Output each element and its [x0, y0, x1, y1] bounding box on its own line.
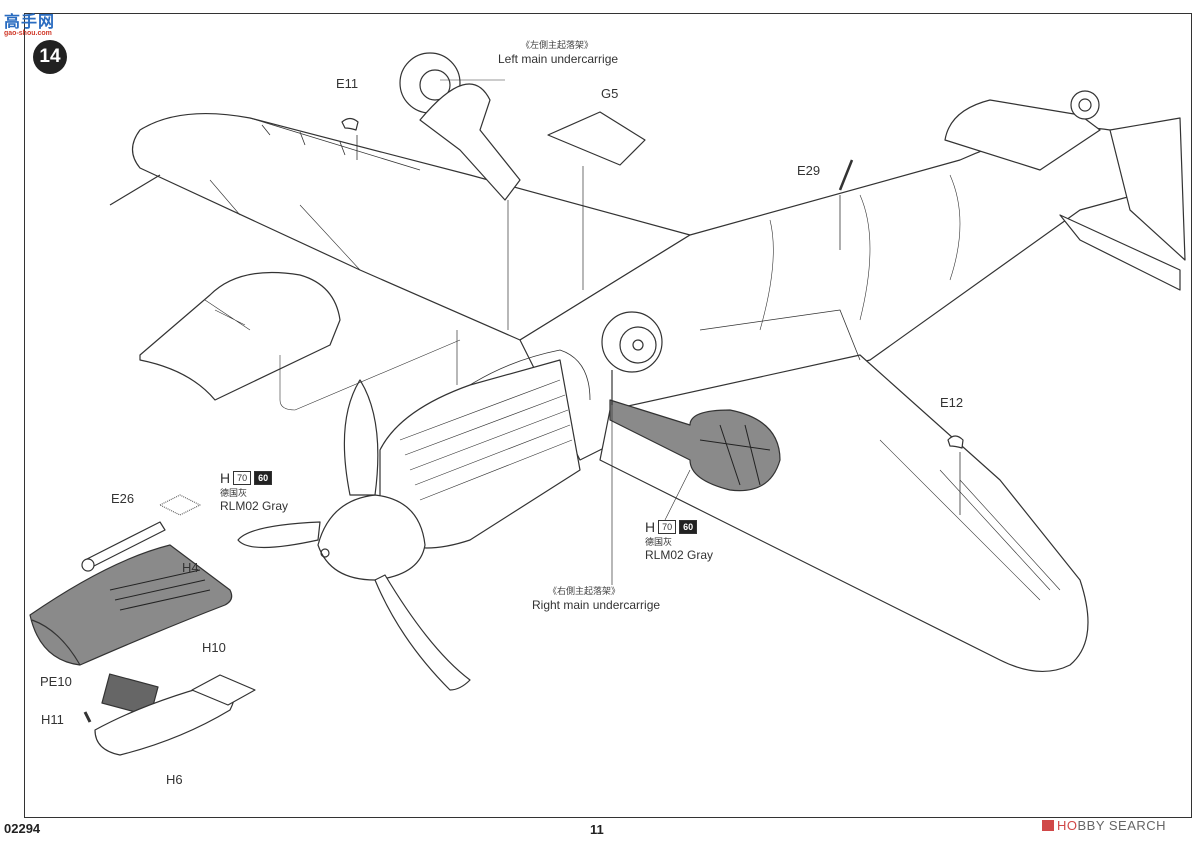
paint-prefix: H — [645, 519, 656, 535]
label-e11: E11 — [336, 76, 359, 91]
paint-prefix: H — [220, 470, 231, 486]
label-h10: H10 — [202, 640, 226, 655]
radiator-housing — [29, 544, 233, 666]
paint-name-en: RLM02 Gray — [220, 499, 289, 513]
part-h6-shape — [94, 679, 236, 756]
label-e26: E26 — [111, 491, 135, 506]
step-number-badge: 14 — [33, 40, 67, 74]
watermark-logo: 高手网 gao-shou.com — [4, 8, 55, 37]
label-h11: H11 — [41, 712, 64, 727]
part-e11-shape — [341, 117, 359, 131]
right-undercarriage-en: Right main undercarrige — [532, 598, 661, 612]
left-gear-leg — [419, 83, 521, 201]
label-h4: H4 — [182, 560, 199, 575]
vertical-fin — [1109, 117, 1186, 261]
page-frame — [24, 13, 1192, 818]
paint-name-en: RLM02 Gray — [645, 548, 714, 562]
label-g5: G5 — [601, 86, 619, 101]
paint-code: 60 — [254, 471, 273, 485]
part-h10-shape — [191, 674, 256, 706]
product-code: 02294 — [4, 821, 41, 836]
label-e29: E29 — [797, 163, 821, 178]
page-number: 11 — [590, 822, 604, 837]
right-undercarriage-cn: 《右側主起落架》 — [548, 586, 621, 596]
part-h11-shape — [83, 711, 92, 723]
hobby-search-watermark: HOBBY SEARCH — [1042, 818, 1166, 833]
brand-text: BBY SEARCH — [1077, 818, 1167, 833]
label-h6: H6 — [166, 772, 183, 787]
paint-name-cn: 德国灰 — [220, 488, 248, 498]
part-e29-shape — [838, 159, 854, 191]
paint-code: 60 — [679, 520, 698, 534]
paint-name-cn: 德国灰 — [645, 537, 673, 547]
engine-top-cowling — [139, 271, 341, 401]
part-e12-shape — [947, 435, 964, 449]
watermark-title: 高手网 — [4, 14, 56, 31]
paint-code: 70 — [658, 520, 677, 534]
propeller-blade-bottom — [374, 574, 471, 691]
brand-accent: HO — [1057, 818, 1078, 833]
paint-callout: H 70 60 德国灰 RLM02 Gray — [220, 470, 288, 513]
propeller-blade-top — [343, 379, 379, 496]
tail-wheel — [1070, 90, 1100, 120]
paint-callout: H 70 60 德国灰 RLM02 Gray — [645, 519, 713, 562]
hobby-search-logo-icon — [1042, 820, 1054, 831]
horizontal-stabilizer — [944, 99, 1101, 171]
hatch-arrow-icon — [159, 494, 201, 516]
part-g5-shape — [547, 111, 646, 166]
propeller-spinner — [317, 494, 426, 581]
right-wheel — [601, 311, 663, 373]
left-undercarriage-cn: 《左側主起落架》 — [521, 40, 594, 50]
label-e12: E12 — [940, 395, 964, 410]
left-wing — [131, 112, 691, 341]
propeller-blade-left — [237, 521, 321, 549]
right-gear-well — [609, 399, 781, 492]
right-wing — [599, 354, 1089, 673]
paint-code: 70 — [233, 471, 252, 485]
part-pe10-shape — [101, 673, 159, 717]
watermark-url: gao-shou.com — [4, 30, 52, 37]
label-pe10: PE10 — [40, 674, 72, 689]
left-undercarriage-en: Left main undercarrige — [498, 52, 619, 66]
